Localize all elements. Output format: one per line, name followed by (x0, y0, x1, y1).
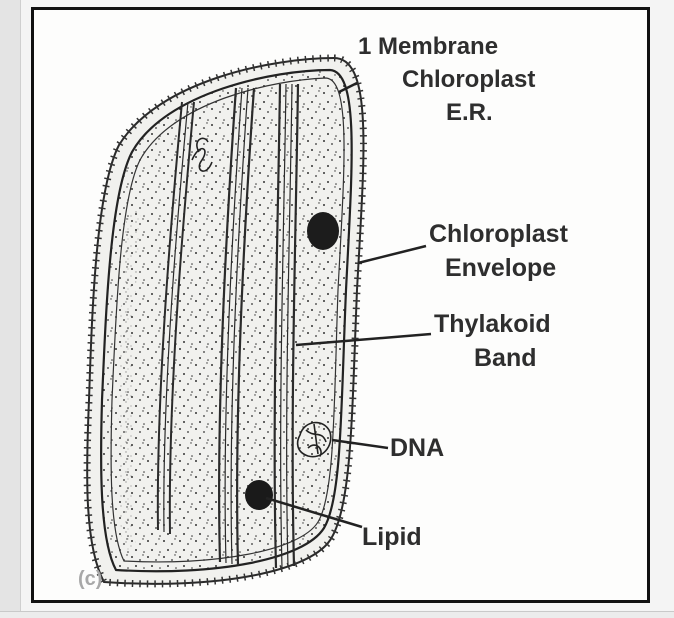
diagram-frame: 1 Membrane Chloroplast E.R. Chloroplast … (31, 7, 650, 603)
label-envelope-line2: Envelope (445, 254, 556, 282)
label-envelope-line1: Chloroplast (429, 220, 569, 248)
bottom-strip (0, 612, 674, 618)
leader-lines (265, 81, 432, 529)
label-dna: DNA (390, 434, 444, 462)
membrane-squiggle (191, 137, 213, 172)
left-gutter (0, 0, 21, 618)
label-membrane-line2: Chloroplast (402, 66, 535, 93)
label-thylakoid-line2: Band (474, 344, 537, 372)
label-lipid: Lipid (362, 523, 422, 551)
thylakoid-bands (156, 83, 300, 569)
lipid-droplet (245, 480, 273, 510)
chloroplast-diagram: 1 Membrane Chloroplast E.R. Chloroplast … (78, 33, 569, 590)
label-thylakoid-line1: Thylakoid (434, 310, 551, 338)
chloroplast-envelope (100, 68, 353, 573)
label-membrane-line1: 1 Membrane (358, 33, 498, 60)
stroma-granule (307, 212, 339, 250)
panel-letter: (c) (78, 568, 102, 590)
bottom-divider (0, 611, 674, 612)
dna-structure (296, 421, 332, 458)
label-membrane-line3: E.R. (446, 99, 493, 126)
